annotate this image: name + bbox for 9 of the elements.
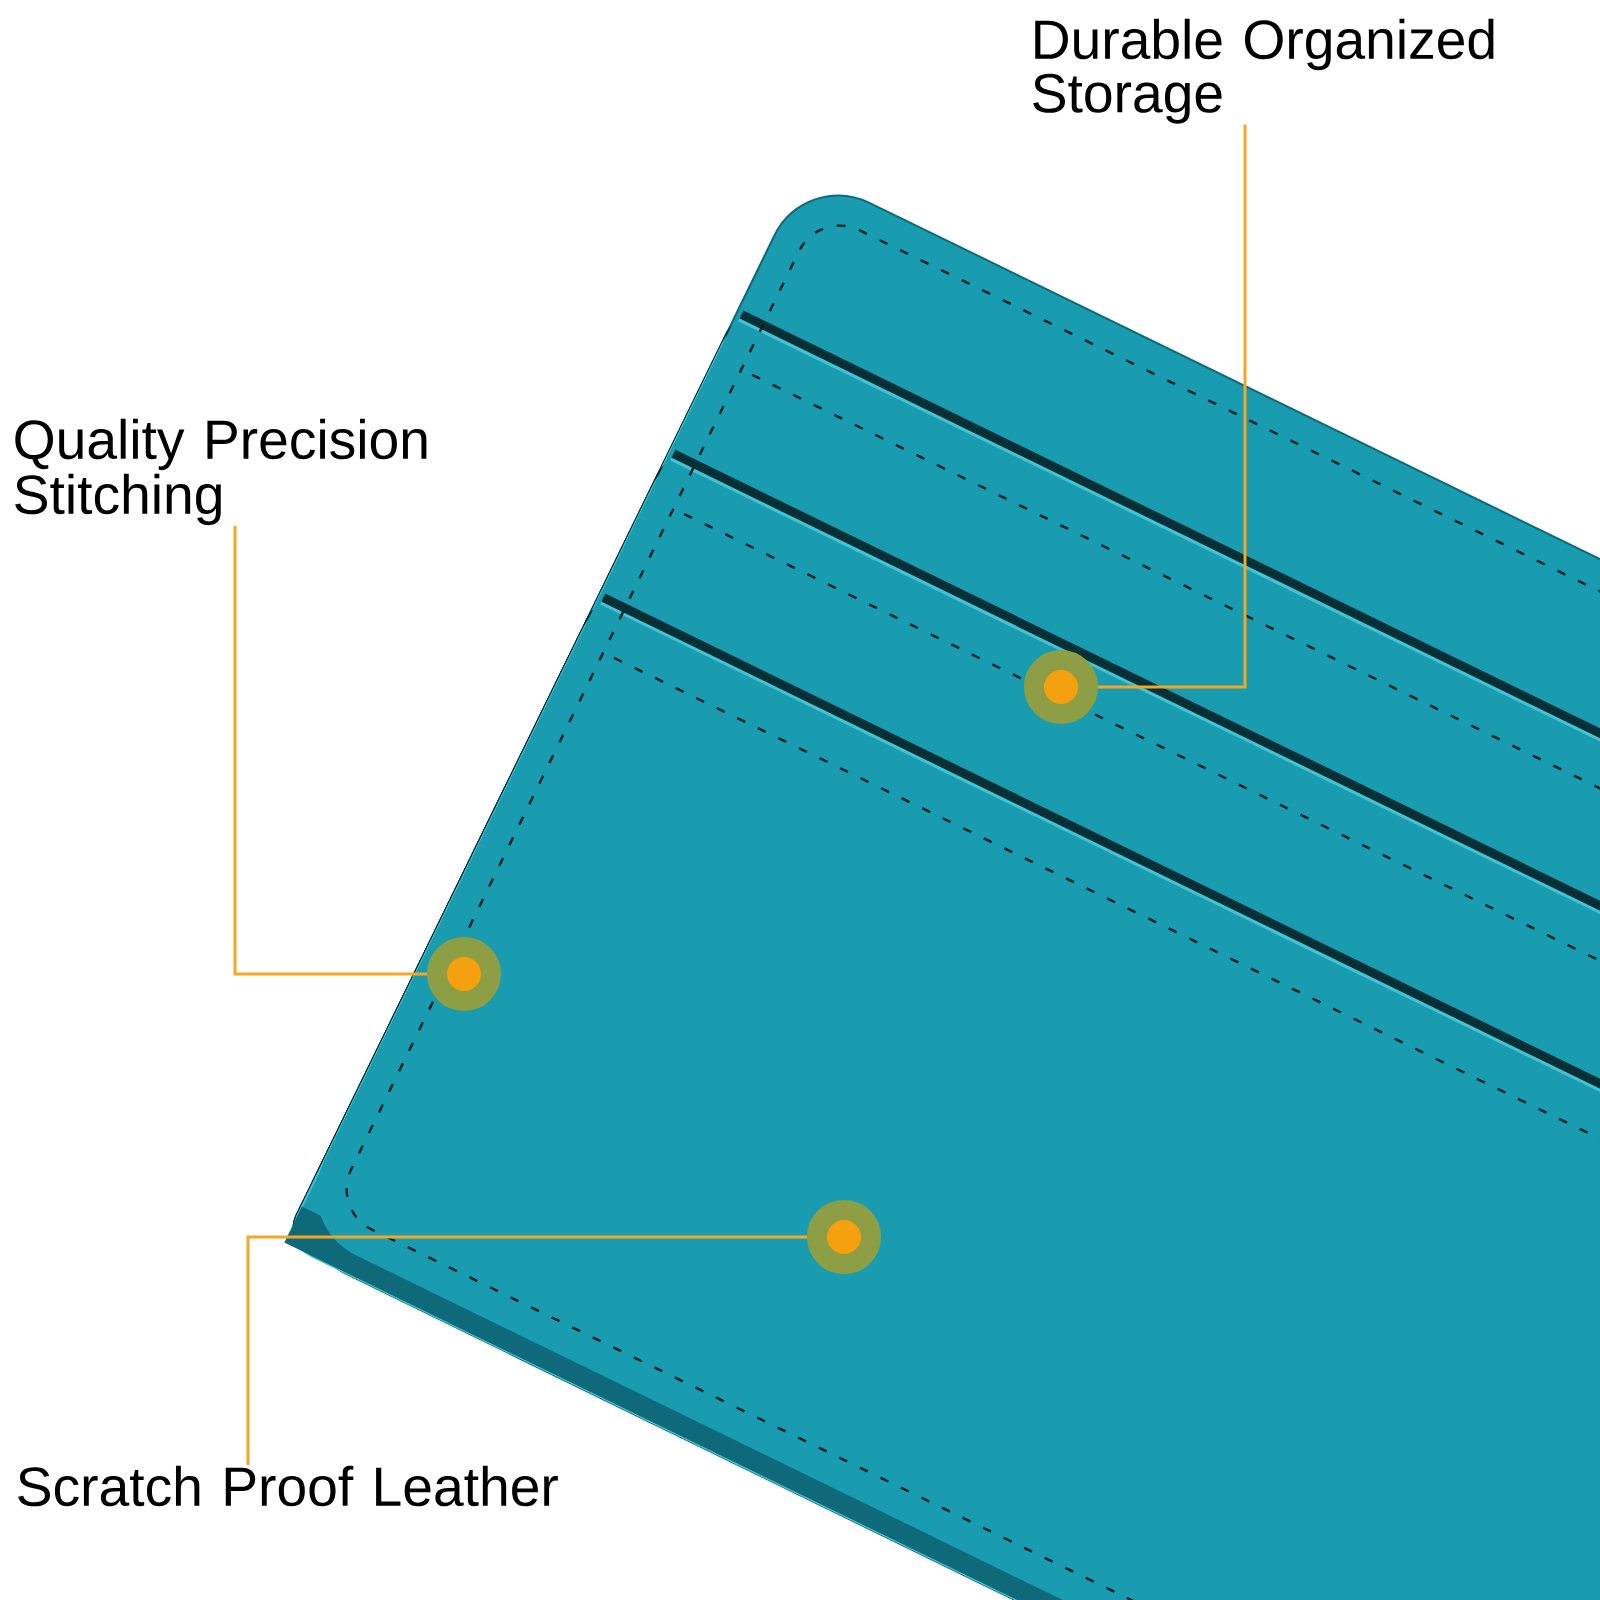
leader-line (1098, 124, 1247, 689)
marker-dot (1024, 650, 1099, 725)
leader-line (233, 525, 427, 976)
callout-text: Scratch Proof Leather (18, 1465, 558, 1507)
marker-dot (427, 937, 502, 1012)
callout-text: Durable Organized Storage (1033, 18, 1494, 124)
callout-text: Quality Precision Stitching (15, 418, 427, 526)
leader-line (246, 1235, 807, 1465)
marker-dot (807, 1200, 882, 1275)
